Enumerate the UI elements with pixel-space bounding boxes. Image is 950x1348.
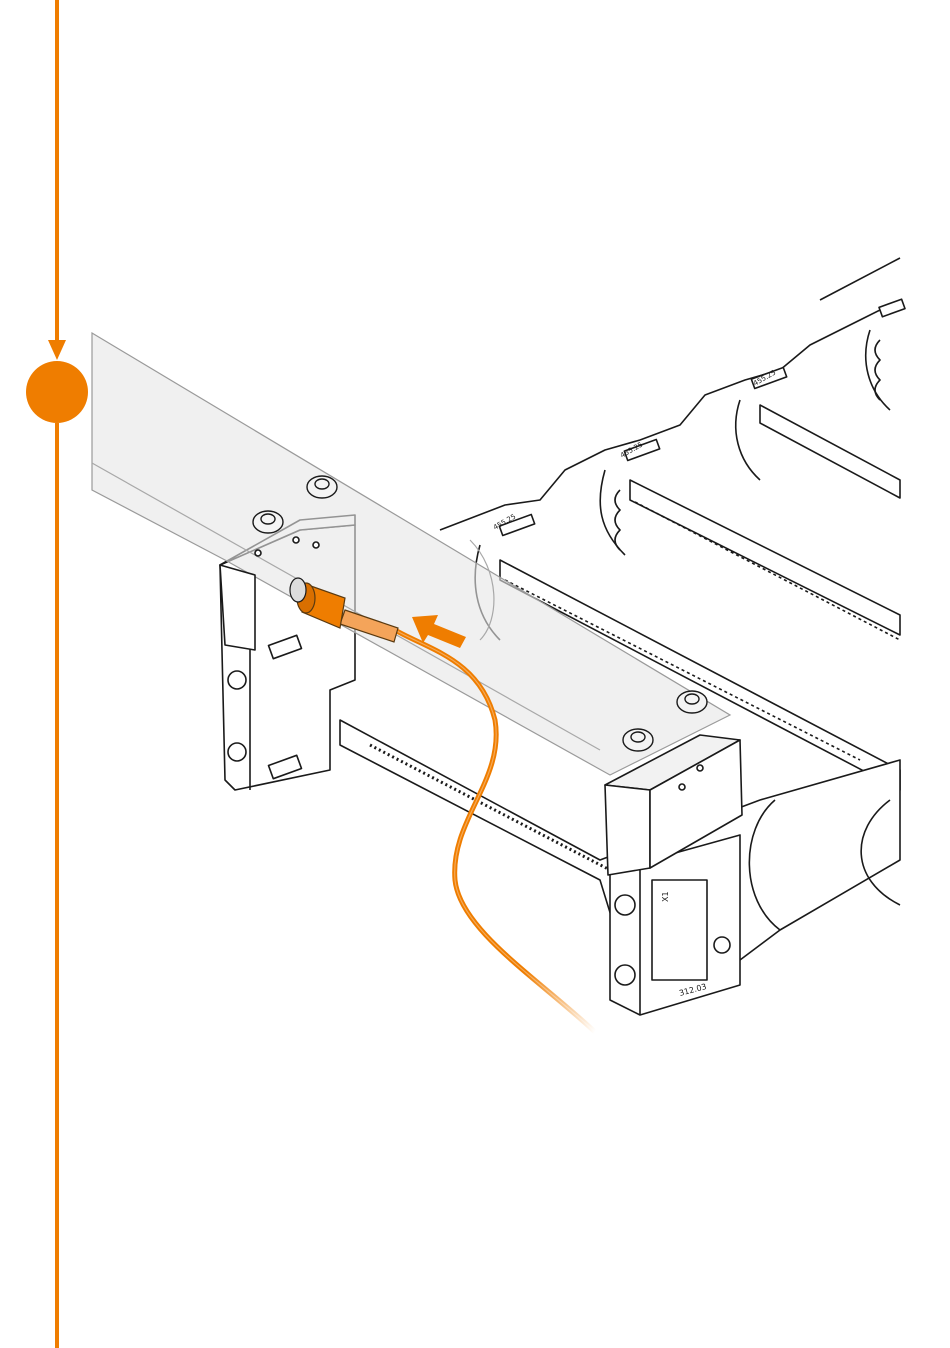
right-bracket-hole-2 bbox=[615, 965, 635, 985]
panel-socket bbox=[290, 578, 306, 602]
left-cap-front bbox=[220, 565, 255, 650]
rail-teeth-2 bbox=[635, 502, 900, 640]
right-bracket-label-top: X1 bbox=[661, 891, 670, 902]
chain-upper-outline-2 bbox=[820, 258, 900, 300]
separator-markings: 455.25 455.25 455.25 bbox=[492, 369, 777, 532]
chain-upper-outline bbox=[440, 300, 900, 530]
timeline-arrow-icon bbox=[48, 340, 66, 360]
separator-notches-2 bbox=[875, 340, 880, 400]
end-cap-screw-2 bbox=[697, 765, 703, 771]
label-tab-4 bbox=[879, 299, 905, 317]
left-bracket-hole-1 bbox=[228, 671, 246, 689]
bolt-1 bbox=[253, 511, 283, 533]
left-cap-screw-2 bbox=[313, 542, 319, 548]
separator-notches-1 bbox=[615, 490, 620, 550]
end-cap-screw-1 bbox=[679, 784, 685, 790]
left-bracket-hole-2 bbox=[228, 743, 246, 761]
left-cap-screw-1 bbox=[293, 537, 299, 543]
right-bracket-hole-1 bbox=[615, 895, 635, 915]
bolt-2 bbox=[307, 476, 337, 498]
step-timeline bbox=[26, 0, 88, 1348]
link-side-curve-2 bbox=[600, 470, 625, 555]
right-bracket-hole-3 bbox=[714, 937, 730, 953]
ghost-mounting-rail bbox=[92, 333, 730, 775]
bolt-4 bbox=[677, 691, 707, 713]
bolt-3 bbox=[623, 729, 653, 751]
step-marker-dot bbox=[26, 361, 88, 423]
crossbar-2 bbox=[630, 480, 900, 635]
link-side-curve-3 bbox=[736, 400, 760, 480]
crossbar-3 bbox=[760, 405, 900, 498]
end-cap-front bbox=[605, 785, 650, 875]
left-cap-screw-3 bbox=[255, 550, 261, 556]
ghost-rail-top-face bbox=[92, 333, 730, 775]
